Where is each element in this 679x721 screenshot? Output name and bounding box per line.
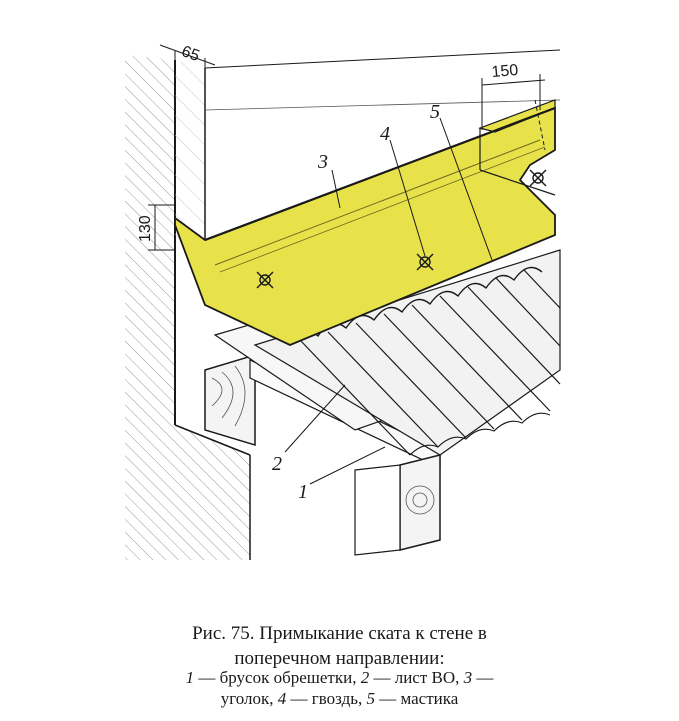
- label-1: 1: [298, 481, 308, 503]
- batten-end: [204, 353, 256, 447]
- corrugated-sheet: [253, 249, 561, 456]
- figure-caption-title: Рис. 75. Примыкание ската к стене в попе…: [0, 621, 679, 671]
- legend-dash-3: —: [472, 668, 494, 687]
- legend-line-2: уголок, 4 — гвоздь, 5 — мастика: [0, 688, 679, 709]
- legend-num-3: 3: [463, 668, 473, 687]
- legend-text-2: — лист ВО,: [369, 668, 464, 687]
- caption-line-2: поперечном направлении:: [234, 648, 445, 669]
- caption-line-1: Рис. 75. Примыкание ската к стене в: [192, 623, 487, 644]
- legend-num-2: 2: [360, 668, 370, 687]
- dim-130: 130: [137, 215, 154, 242]
- nail-icon: [256, 169, 547, 289]
- legend-num-1: 1: [185, 668, 195, 687]
- figure-legend: 1 — брусок обрешетки, 2 — лист ВО, 3 — у…: [0, 667, 679, 709]
- label-4: 4: [380, 123, 390, 145]
- wall-face: [175, 49, 561, 245]
- legend-line-1: 1 — брусок обрешетки, 2 — лист ВО, 3 —: [0, 667, 679, 688]
- legend-text-4: — гвоздь,: [286, 689, 367, 708]
- legend-text-3: уголок,: [220, 689, 278, 708]
- label-2: 2: [272, 453, 282, 475]
- dim-150: 150: [491, 62, 519, 81]
- label-3: 3: [317, 151, 328, 173]
- label-5: 5: [430, 101, 440, 123]
- legend-text-1: — брусок обрешетки,: [194, 668, 361, 687]
- roof-wall-junction-drawing: 65 130 150 3 4 5 2 1: [125, 43, 561, 560]
- dimension-lines: [148, 44, 546, 251]
- legend-num-4: 4: [277, 689, 287, 708]
- legend-text-5: — мастика: [374, 689, 459, 708]
- dim-65: 65: [179, 43, 202, 65]
- leader-lines: [284, 117, 493, 485]
- legend-num-5: 5: [366, 689, 375, 708]
